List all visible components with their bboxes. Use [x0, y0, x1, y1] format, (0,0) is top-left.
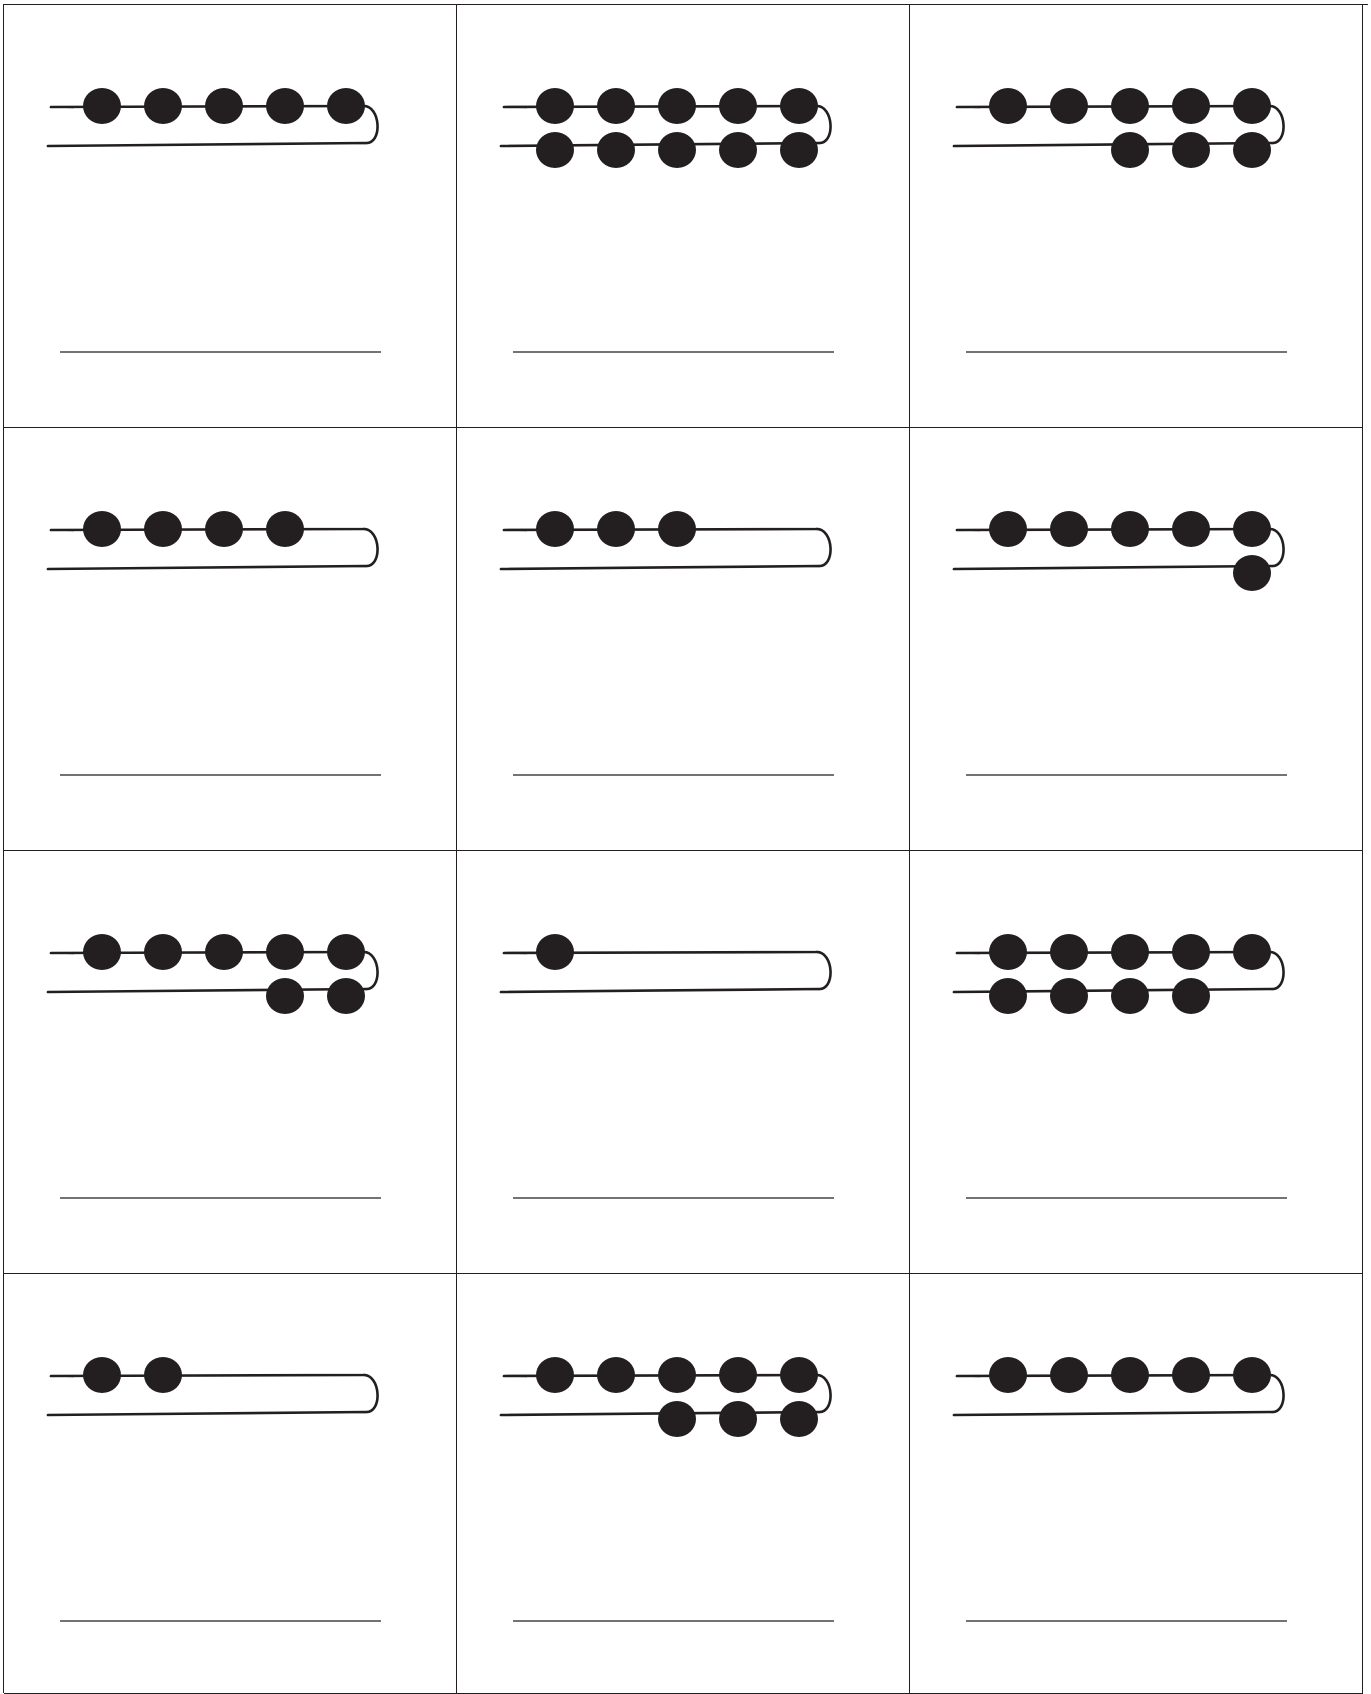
bead-top-5	[1233, 511, 1271, 547]
bead-top-3	[205, 88, 243, 124]
counting-card-10	[4, 1274, 457, 1694]
bead-bottom-1	[1233, 555, 1271, 591]
bead-top-3	[1111, 1357, 1149, 1393]
bead-top-4	[266, 934, 304, 970]
bead-top-4	[266, 511, 304, 547]
bead-top-2	[1050, 934, 1088, 970]
bead-string-drawing	[4, 851, 457, 1274]
bead-bottom-3	[780, 1401, 818, 1437]
bead-top-3	[205, 934, 243, 970]
bead-top-3	[658, 511, 696, 547]
bead-top-4	[1172, 934, 1210, 970]
bead-top-4	[1172, 511, 1210, 547]
bead-top-1	[83, 934, 121, 970]
bead-bottom-4	[1172, 978, 1210, 1014]
bead-string-drawing	[910, 1274, 1363, 1694]
counting-card-4	[4, 428, 457, 851]
bead-top-2	[144, 511, 182, 547]
bead-bottom-3	[1233, 132, 1271, 168]
bead-string-drawing	[910, 5, 1363, 428]
bead-bottom-2	[597, 132, 635, 168]
bead-bottom-1	[266, 978, 304, 1014]
counting-card-2	[457, 5, 910, 428]
bead-top-2	[1050, 88, 1088, 124]
bead-bottom-3	[1111, 978, 1149, 1014]
bead-string-drawing	[4, 5, 457, 428]
bead-top-3	[1111, 934, 1149, 970]
bead-string-drawing	[457, 851, 910, 1274]
bead-top-3	[1111, 88, 1149, 124]
bead-top-1	[83, 88, 121, 124]
bead-string-drawing	[457, 428, 910, 851]
bead-top-1	[83, 511, 121, 547]
bead-top-3	[658, 88, 696, 124]
bead-top-2	[144, 1357, 182, 1393]
bead-top-5	[1233, 88, 1271, 124]
bead-top-4	[719, 1357, 757, 1393]
bead-top-4	[719, 88, 757, 124]
bead-top-2	[1050, 511, 1088, 547]
bead-top-5	[1233, 1357, 1271, 1393]
bead-bottom-2	[719, 1401, 757, 1437]
bead-bottom-2	[327, 978, 365, 1014]
counting-card-8	[457, 851, 910, 1274]
bead-bottom-1	[989, 978, 1027, 1014]
counting-card-6	[910, 428, 1363, 851]
bead-top-2	[597, 511, 635, 547]
bead-top-2	[1050, 1357, 1088, 1393]
bead-string-drawing	[457, 5, 910, 428]
bead-top-4	[1172, 1357, 1210, 1393]
bead-top-5	[327, 88, 365, 124]
bead-top-5	[327, 934, 365, 970]
counting-card-12	[910, 1274, 1363, 1694]
bead-top-1	[83, 1357, 121, 1393]
counting-card-1	[4, 5, 457, 428]
counting-card-11	[457, 1274, 910, 1694]
bead-top-4	[266, 88, 304, 124]
bead-top-3	[658, 1357, 696, 1393]
counting-card-5	[457, 428, 910, 851]
bead-top-1	[536, 934, 574, 970]
bead-bottom-2	[1050, 978, 1088, 1014]
bead-top-1	[536, 88, 574, 124]
bead-top-1	[989, 88, 1027, 124]
bead-top-1	[989, 934, 1027, 970]
bead-top-5	[1233, 934, 1271, 970]
bead-top-1	[536, 1357, 574, 1393]
bead-bottom-2	[1172, 132, 1210, 168]
bead-string-drawing	[910, 428, 1363, 851]
bead-top-1	[989, 1357, 1027, 1393]
bead-string-drawing	[457, 1274, 910, 1694]
bead-top-2	[597, 88, 635, 124]
bead-top-4	[1172, 88, 1210, 124]
bead-top-1	[536, 511, 574, 547]
bead-top-3	[205, 511, 243, 547]
bead-string-worksheet	[3, 4, 1368, 1693]
bead-string-drawing	[4, 428, 457, 851]
bead-top-5	[780, 88, 818, 124]
bead-top-2	[144, 88, 182, 124]
counting-card-7	[4, 851, 457, 1274]
bead-bottom-1	[1111, 132, 1149, 168]
bead-bottom-5	[780, 132, 818, 168]
counting-card-9	[910, 851, 1363, 1274]
bead-string-drawing	[4, 1274, 457, 1694]
bead-bottom-4	[719, 132, 757, 168]
bead-top-5	[780, 1357, 818, 1393]
bead-string-drawing	[910, 851, 1363, 1274]
bead-bottom-1	[536, 132, 574, 168]
bead-bottom-3	[658, 132, 696, 168]
bead-top-2	[597, 1357, 635, 1393]
bead-top-3	[1111, 511, 1149, 547]
bead-top-1	[989, 511, 1027, 547]
bead-bottom-1	[658, 1401, 696, 1437]
counting-card-3	[910, 5, 1363, 428]
bead-top-2	[144, 934, 182, 970]
